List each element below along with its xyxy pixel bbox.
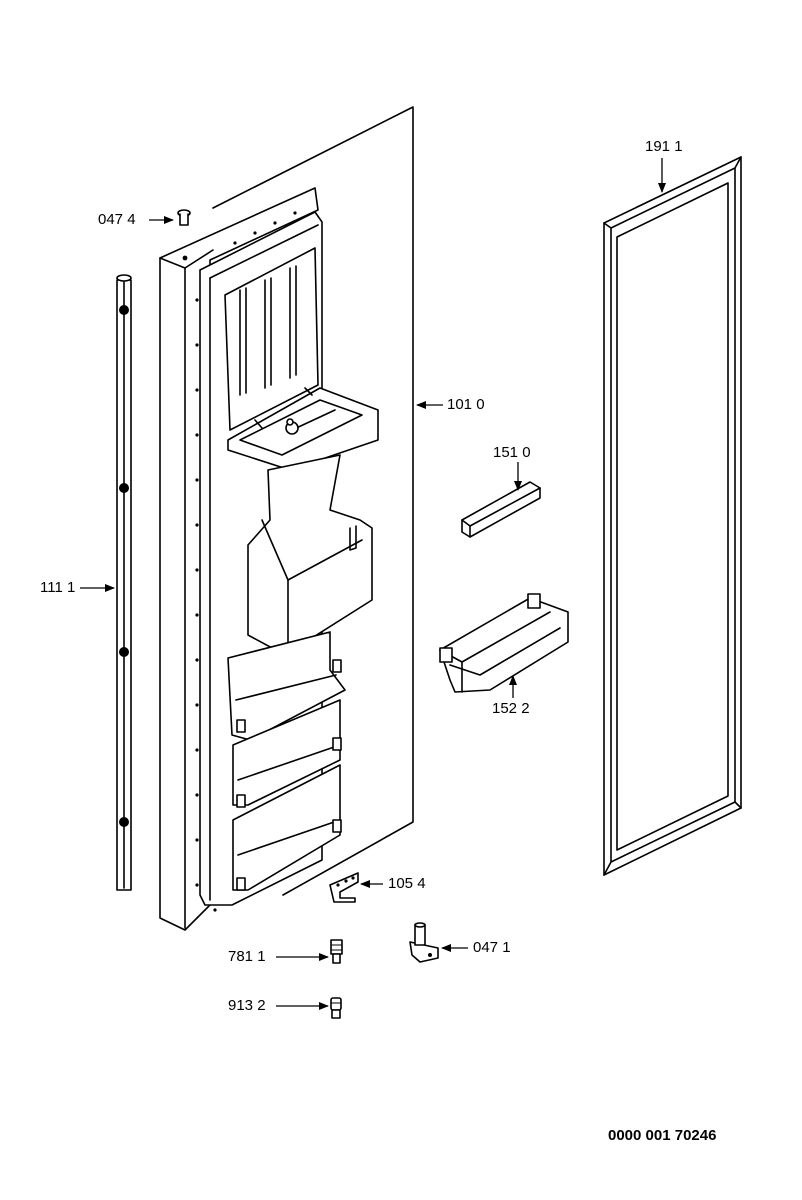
door-bin [439,593,569,693]
door-panel [159,106,414,931]
label-part-152-2: 152 2 [492,700,530,717]
label-part-913-2: 913 2 [228,997,266,1014]
label-part-047-4: 047 4 [98,211,136,228]
label-part-047-1: 047 1 [473,939,511,956]
rivet-top [177,209,191,226]
trim-bar [461,481,541,538]
label-part-191-1: 191 1 [645,138,683,155]
label-part-781-1: 781 1 [228,948,266,965]
hinge-pin [409,922,439,963]
hinge-plate [329,872,359,903]
screw-781 [330,939,343,964]
label-part-151-0: 151 0 [493,444,531,461]
door-seal-frame [603,156,742,876]
label-part-105-4: 105 4 [388,875,426,892]
screw-913 [330,997,342,1019]
label-part-111-1: 111 1 [40,579,76,596]
label-part-101-0: 101 0 [447,396,485,413]
document-number: 0000 001 70246 [608,1127,717,1144]
gasket-strip [116,274,132,891]
